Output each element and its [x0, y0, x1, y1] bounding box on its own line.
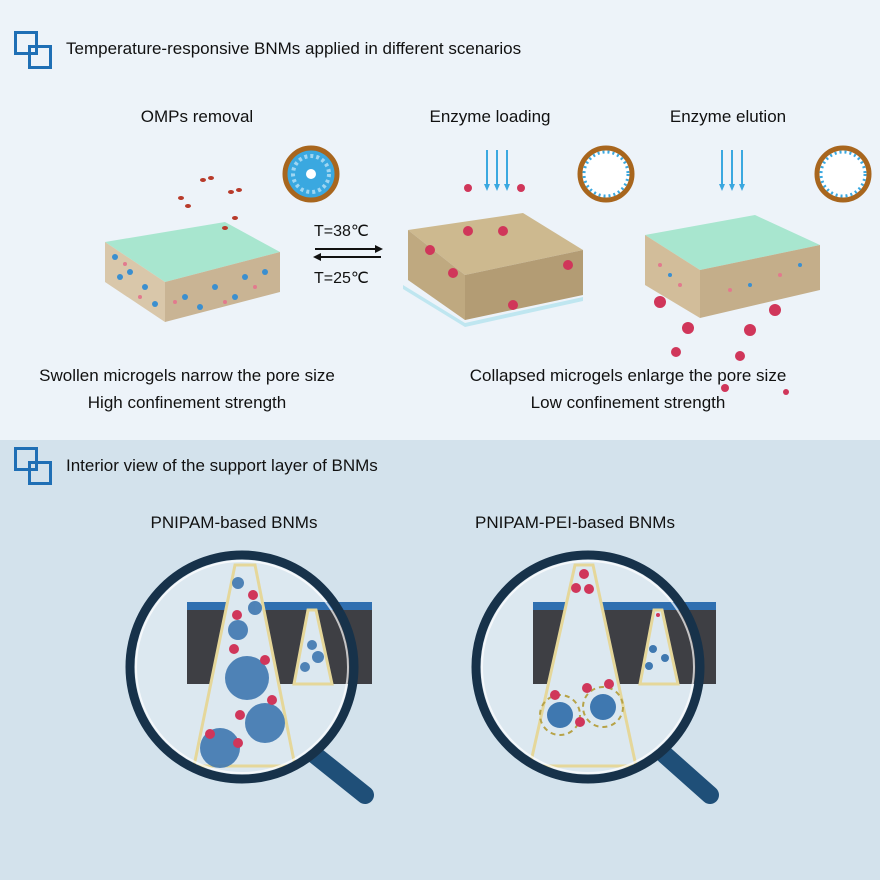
overlapping-squares-icon: [14, 447, 54, 487]
temp-backward-label: T=25℃: [314, 270, 369, 287]
section-title-scenarios: Temperature-responsive BNMs applied in d…: [66, 39, 522, 58]
flow-arrows-icon: [719, 150, 745, 191]
overlapping-squares-icon: [14, 31, 54, 71]
collapsed-pore-icon: [577, 145, 635, 203]
membrane-swollen: [105, 222, 280, 322]
reversible-arrows-icon: [313, 245, 383, 261]
membrane-collapsed-loading: [403, 213, 583, 327]
caption-collapsed-line2: Low confinement strength: [530, 393, 726, 412]
panel-label-pnipam: PNIPAM-based BNMs: [150, 513, 318, 532]
collapsed-pore-icon: [814, 145, 872, 203]
caption-collapsed-line1: Collapsed microgels enlarge the pore siz…: [469, 366, 787, 385]
caption-swollen-line1: Swollen microgels narrow the pore size: [39, 366, 335, 385]
temp-forward-label: T=38℃: [314, 223, 369, 240]
omp-particles: [178, 176, 242, 230]
enzyme-particles: [464, 184, 525, 192]
magnifier-pnipam-pei: [471, 550, 719, 804]
flow-arrows-icon: [484, 150, 510, 191]
section-title-interior: Interior view of the support layer of BN…: [66, 456, 378, 475]
panel-label-enzyme-elution: Enzyme elution: [669, 107, 787, 126]
magnifier-pnipam: [125, 550, 374, 804]
caption-collapsed: Collapsed microgels enlarge the pore siz…: [470, 362, 787, 416]
panel-label-enzyme-loading: Enzyme loading: [429, 107, 551, 126]
eluted-enzyme-particles: [654, 296, 789, 395]
caption-swollen: Swollen microgels narrow the pore size H…: [39, 362, 335, 416]
membrane-collapsed-elution: [645, 215, 820, 318]
caption-swollen-line2: High confinement strength: [87, 393, 287, 412]
panel-label-pnipam-pei: PNIPAM-PEI-based BNMs: [475, 513, 675, 532]
swollen-pore-icon: [282, 145, 340, 203]
panel-label-omps-removal: OMPs removal: [140, 107, 254, 126]
